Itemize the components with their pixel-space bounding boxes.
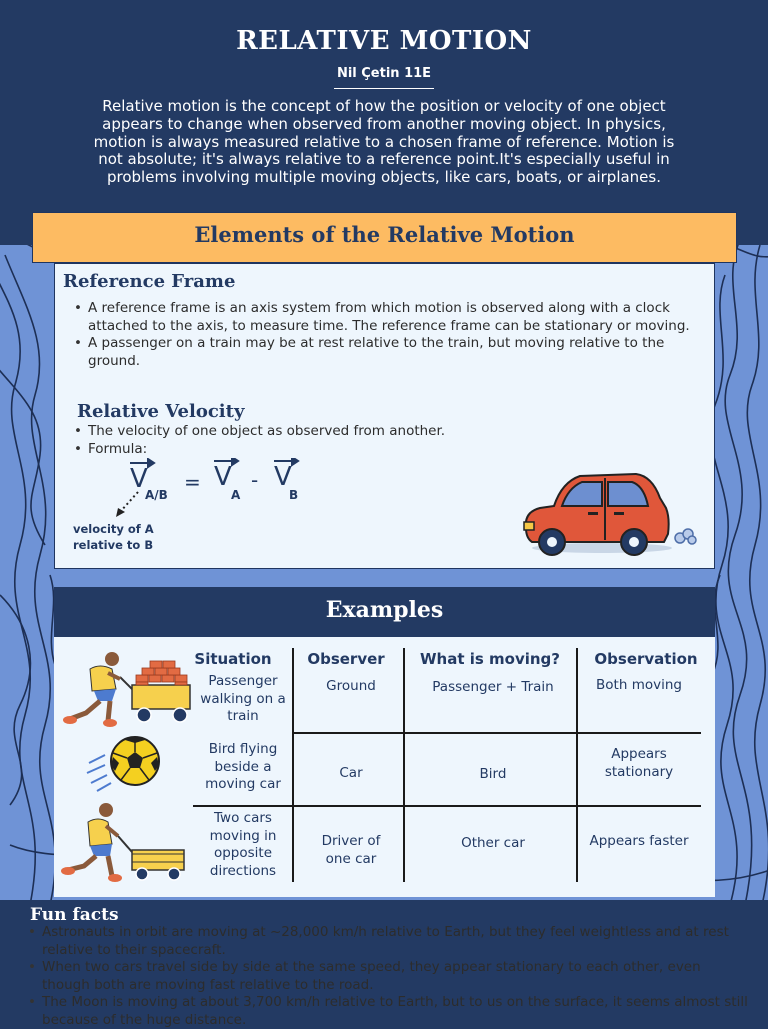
table-divider — [576, 648, 578, 882]
relative-velocity-list: The velocity of one object as observed f… — [72, 423, 572, 458]
reference-frame-list: A reference frame is an axis system from… — [72, 300, 704, 370]
table-cell-situation: Bird flying beside a moving car — [205, 741, 281, 792]
formula-sub-ab: A/B — [145, 488, 168, 502]
elements-banner-title: Elements of the Relative Motion — [194, 222, 575, 247]
table-cell-moving: Other car — [461, 835, 525, 851]
person-pushing-cart-icon — [63, 652, 191, 727]
column-header-moving: What is moving? — [419, 650, 560, 668]
fun-facts-list: Astronauts in orbit are moving at ~28,00… — [26, 924, 748, 1029]
person-pushing-empty-cart-icon — [61, 803, 185, 882]
table-cell-observer: Driver of one car — [321, 833, 381, 867]
table-cell-situation: Passenger walking on a train — [200, 673, 286, 724]
author-underline — [334, 88, 434, 89]
formula-sub-a: A — [231, 488, 241, 502]
formula-v-ab: V — [130, 464, 148, 494]
table-divider — [292, 648, 294, 882]
list-item: Formula: — [72, 441, 572, 459]
vector-arrows-icon — [130, 458, 300, 469]
reference-frame-heading: Reference Frame — [63, 271, 236, 292]
list-item: When two cars travel side by side at the… — [26, 959, 748, 994]
elements-banner — [32, 212, 737, 263]
author-name: Nil Çetin 11E — [336, 66, 432, 81]
column-header-situation: Situation — [194, 650, 272, 668]
intro-paragraph: Relative motion is the concept of how th… — [93, 97, 675, 187]
page-title: RELATIVE MOTION — [236, 26, 532, 56]
list-item: A reference frame is an axis system from… — [72, 300, 704, 335]
table-divider — [403, 648, 405, 882]
table-divider — [293, 732, 701, 734]
table-cell-situation: Two cars moving in opposite directions — [209, 810, 277, 879]
soccer-ball-icon — [86, 736, 160, 792]
velocity-note: velocity of A relative to B — [73, 522, 154, 552]
list-item: A passenger on a train may be at rest re… — [72, 335, 704, 370]
table-cell-observer: Ground — [326, 678, 376, 694]
table-cell-moving: Passenger + Train — [432, 679, 554, 695]
dotted-arrow-icon — [116, 491, 139, 517]
column-header-observer: Observer — [307, 650, 385, 668]
formula-v-a: V — [214, 462, 232, 492]
list-item: Astronauts in orbit are moving at ~28,00… — [26, 924, 748, 959]
table-cell-observation: Both moving — [596, 677, 682, 693]
table-cell-observation: Appears stationary — [604, 746, 674, 780]
relative-velocity-formula: V A/B = V A - V B — [118, 458, 318, 508]
fun-facts-heading: Fun facts — [30, 905, 119, 925]
table-cell-observer: Car — [339, 765, 363, 781]
column-header-observation: Observation — [594, 650, 698, 668]
examples-header — [54, 587, 715, 637]
table-cell-moving: Bird — [479, 766, 507, 782]
table-divider — [193, 805, 701, 807]
formula-sub-b: B — [289, 488, 299, 502]
formula-equals: = — [184, 470, 201, 494]
table-cell-observation: Appears faster — [589, 833, 689, 849]
relative-velocity-heading: Relative Velocity — [77, 401, 245, 422]
formula-v-b: V — [274, 462, 292, 492]
car-illustration — [523, 472, 697, 556]
examples-title: Examples — [325, 597, 444, 623]
list-item: The velocity of one object as observed f… — [72, 423, 572, 441]
formula-minus: - — [251, 468, 259, 492]
